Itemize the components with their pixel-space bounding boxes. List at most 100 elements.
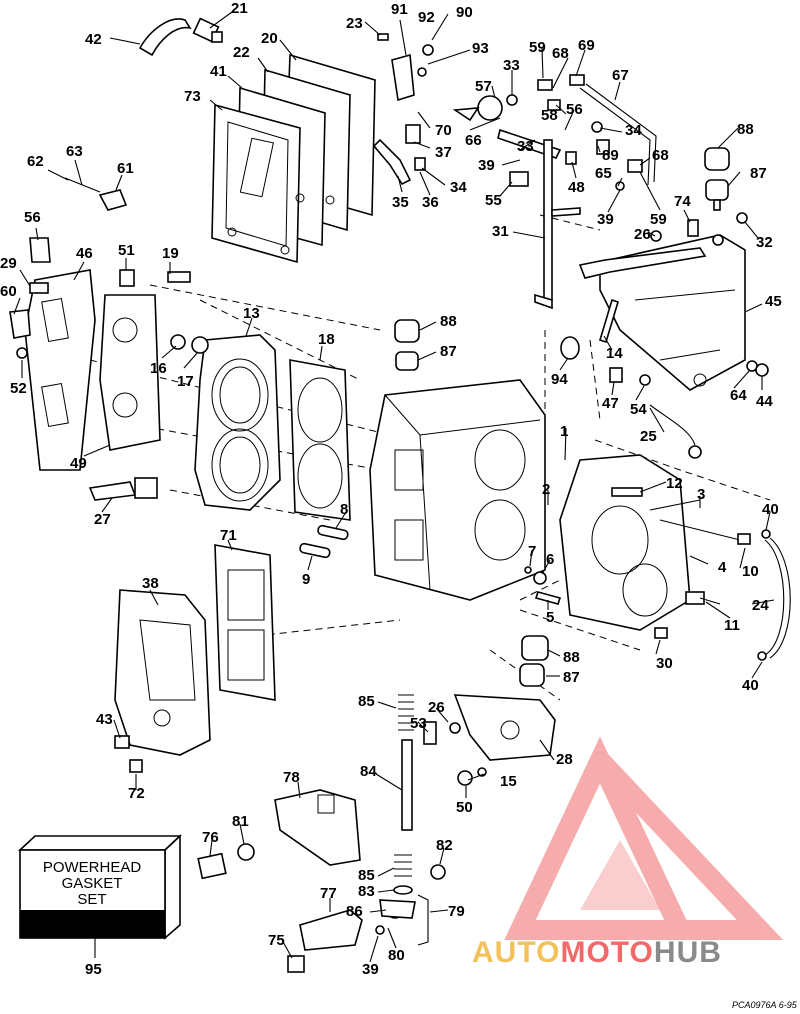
callout-68-right: 68 bbox=[652, 147, 669, 164]
callout-24: 24 bbox=[752, 597, 769, 614]
callout-60: 60 bbox=[0, 283, 17, 300]
callout-56-left: 56 bbox=[24, 209, 41, 226]
callout-30: 30 bbox=[656, 655, 673, 672]
callout-26-low: 26 bbox=[428, 699, 445, 716]
callout-19: 19 bbox=[162, 245, 179, 262]
callout-46: 46 bbox=[76, 245, 93, 262]
callout-50: 50 bbox=[456, 799, 473, 816]
callout-20: 20 bbox=[261, 30, 278, 47]
callout-79: 79 bbox=[448, 903, 465, 920]
callout-2: 2 bbox=[542, 481, 550, 498]
callout-16: 16 bbox=[150, 360, 167, 377]
callout-13: 13 bbox=[243, 305, 260, 322]
callout-15: 15 bbox=[500, 773, 517, 790]
callout-5: 5 bbox=[546, 609, 554, 626]
callout-56-top: 56 bbox=[566, 101, 583, 118]
callout-33-mid: 33 bbox=[517, 138, 534, 155]
dowel-pins bbox=[299, 524, 349, 559]
spring-shaft-assembly bbox=[393, 694, 414, 895]
callout-93: 93 bbox=[472, 40, 489, 57]
watermark-text: AUTOMOTOHUB bbox=[472, 936, 722, 969]
callout-73: 73 bbox=[184, 88, 201, 105]
callout-35: 35 bbox=[392, 194, 409, 211]
callout-32: 32 bbox=[756, 234, 773, 251]
callout-37: 37 bbox=[435, 144, 452, 161]
callout-92: 92 bbox=[418, 9, 435, 26]
misc-washers bbox=[64, 177, 769, 786]
callout-87-mid: 87 bbox=[440, 343, 457, 360]
callout-36: 36 bbox=[422, 194, 439, 211]
callout-75: 75 bbox=[268, 932, 285, 949]
callout-44: 44 bbox=[756, 393, 773, 410]
lower-bracket bbox=[453, 694, 556, 761]
callout-80: 80 bbox=[388, 947, 405, 964]
callout-45: 45 bbox=[765, 293, 782, 310]
callout-27: 27 bbox=[94, 511, 111, 528]
callout-17: 17 bbox=[177, 373, 194, 390]
callout-61: 61 bbox=[117, 160, 134, 177]
kit-line3: SET bbox=[77, 891, 106, 908]
callout-21: 21 bbox=[231, 0, 248, 17]
cylinder-block bbox=[369, 319, 546, 601]
callout-95: 95 bbox=[85, 961, 102, 978]
callout-41: 41 bbox=[210, 63, 227, 80]
callout-90: 90 bbox=[456, 4, 473, 21]
callout-88-low: 88 bbox=[563, 649, 580, 666]
callout-12: 12 bbox=[666, 475, 683, 492]
engine-mount-lower bbox=[519, 635, 549, 687]
callout-42: 42 bbox=[85, 31, 102, 48]
callout-26-top: 26 bbox=[634, 226, 651, 243]
callout-87-low: 87 bbox=[563, 669, 580, 686]
hose-and-fitting bbox=[138, 17, 223, 57]
callout-76: 76 bbox=[202, 829, 219, 846]
callout-88-top: 88 bbox=[737, 121, 754, 138]
callout-10: 10 bbox=[742, 563, 759, 580]
callout-54: 54 bbox=[630, 401, 647, 418]
callout-83: 83 bbox=[358, 883, 375, 900]
watermark-part1: AUTO bbox=[472, 936, 560, 969]
callout-78: 78 bbox=[283, 769, 300, 786]
callout-31: 31 bbox=[492, 223, 509, 240]
callout-71: 71 bbox=[220, 527, 237, 544]
watermark-part3: HUB bbox=[654, 936, 722, 969]
throttle-shaft bbox=[534, 139, 581, 310]
callout-4: 4 bbox=[718, 559, 727, 576]
lower-linkage bbox=[287, 894, 429, 973]
callout-74: 74 bbox=[674, 193, 691, 210]
cylinder-head bbox=[194, 334, 281, 511]
cylinder-head-cover bbox=[9, 237, 161, 471]
callout-72: 72 bbox=[128, 785, 145, 802]
callout-63: 63 bbox=[66, 143, 83, 160]
callout-84: 84 bbox=[360, 763, 377, 780]
callout-64: 64 bbox=[730, 387, 747, 404]
callout-67: 67 bbox=[612, 67, 629, 84]
kit-line2: GASKET bbox=[62, 875, 123, 892]
callout-59-right: 59 bbox=[650, 211, 667, 228]
callout-34-top: 34 bbox=[625, 122, 642, 139]
callout-86: 86 bbox=[346, 903, 363, 920]
callout-1: 1 bbox=[560, 423, 568, 440]
callout-43: 43 bbox=[96, 711, 113, 728]
callout-62: 62 bbox=[27, 153, 44, 170]
callout-66: 66 bbox=[465, 132, 482, 149]
mounting-bracket-78 bbox=[274, 789, 361, 866]
callout-labels: 21 42 23 91 92 90 20 22 93 41 73 33 59 6… bbox=[0, 0, 782, 978]
callout-89: 89 bbox=[602, 147, 619, 164]
callout-28: 28 bbox=[556, 751, 573, 768]
callout-59-top: 59 bbox=[529, 39, 546, 56]
callout-7: 7 bbox=[528, 543, 536, 560]
fasteners-lower-left bbox=[197, 843, 446, 880]
crankcase-half bbox=[559, 454, 691, 631]
exhaust-cover-stack bbox=[211, 53, 376, 264]
callout-9: 9 bbox=[302, 571, 310, 588]
document-code: PCA0976A 6-95 bbox=[732, 1000, 798, 1010]
gasket-set-box: POWERHEAD GASKET SET bbox=[17, 834, 183, 958]
callout-85-low: 85 bbox=[358, 867, 375, 884]
callout-18: 18 bbox=[318, 331, 335, 348]
callout-29: 29 bbox=[0, 255, 17, 272]
callout-87-top: 87 bbox=[750, 165, 767, 182]
callout-88-mid: 88 bbox=[440, 313, 457, 330]
callout-85-top: 85 bbox=[358, 693, 375, 710]
callout-40-top: 40 bbox=[762, 501, 779, 518]
callout-53: 53 bbox=[410, 715, 427, 732]
